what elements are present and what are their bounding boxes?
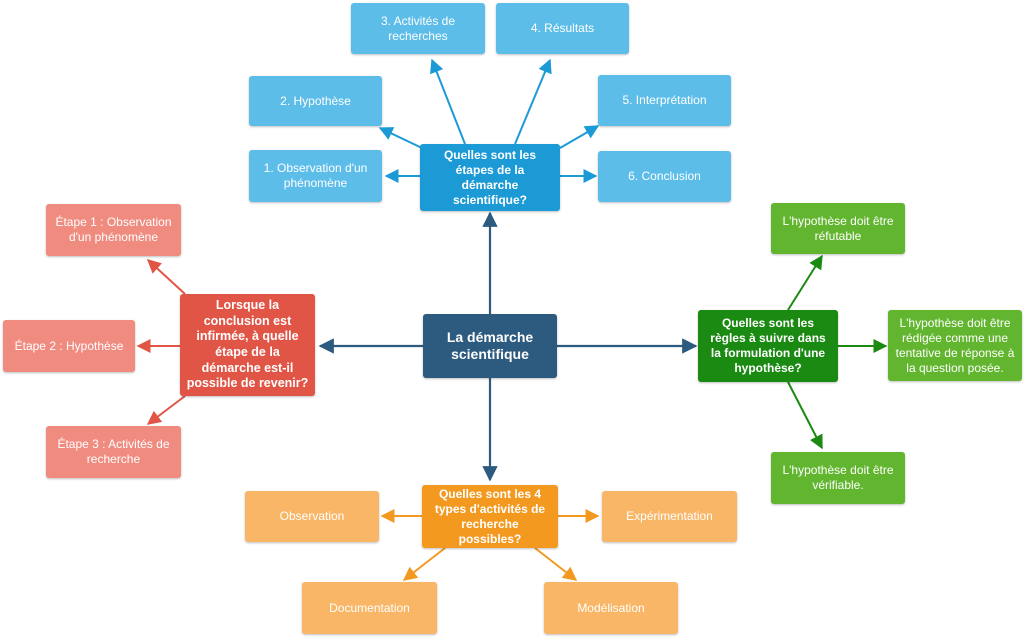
arrow-return-3 — [146, 395, 186, 425]
step-item-2: 2. Hypothèse — [249, 76, 382, 126]
activity-item-observation: Observation — [245, 491, 379, 542]
step-item-5: 5. Interprétation — [598, 75, 731, 126]
activities-question-node: Quelles sont les 4 types d'activités de … — [422, 485, 558, 548]
arrow-rules-1 — [787, 254, 823, 311]
step-item-6: 6. Conclusion — [598, 151, 731, 202]
steps-question-node: Quelles sont les étapes de la démarche s… — [420, 144, 560, 211]
return-item-3: Étape 3 : Activités de recherche — [46, 426, 181, 478]
rules-question-node: Quelles sont les règles à suivre dans la… — [698, 310, 838, 382]
arrow-activities-4 — [534, 547, 578, 581]
return-item-1: Étape 1 : Observation d'un phénomène — [46, 204, 181, 256]
center-node: La démarche scientifique — [423, 314, 557, 378]
arrow-steps-4 — [514, 58, 552, 145]
rule-item-1: L'hypothèse doit être réfutable — [771, 203, 905, 254]
rule-item-3: L'hypothèse doit être vérifiable. — [771, 452, 905, 504]
arrow-steps-2 — [378, 127, 423, 149]
rule-item-2: L'hypothèse doit être rédigée comme une … — [888, 310, 1022, 381]
activity-item-experimentation: Expérimentation — [602, 491, 737, 542]
step-item-1: 1. Observation d'un phénomène — [249, 150, 382, 202]
step-item-4: 4. Résultats — [496, 3, 629, 54]
arrow-rules-3 — [787, 381, 823, 450]
arrow-return-1 — [146, 259, 186, 295]
arrow-activities-3 — [402, 547, 446, 581]
return-question-node: Lorsque la conclusion est infirmée, à qu… — [180, 294, 315, 396]
step-item-3: 3. Activités de recherches — [351, 3, 485, 54]
activity-item-documentation: Documentation — [302, 582, 437, 634]
activity-item-modelisation: Modélisation — [544, 582, 678, 634]
return-item-2: Étape 2 : Hypothèse — [3, 320, 135, 372]
arrow-steps-5 — [559, 125, 600, 149]
arrow-steps-3 — [430, 58, 466, 145]
